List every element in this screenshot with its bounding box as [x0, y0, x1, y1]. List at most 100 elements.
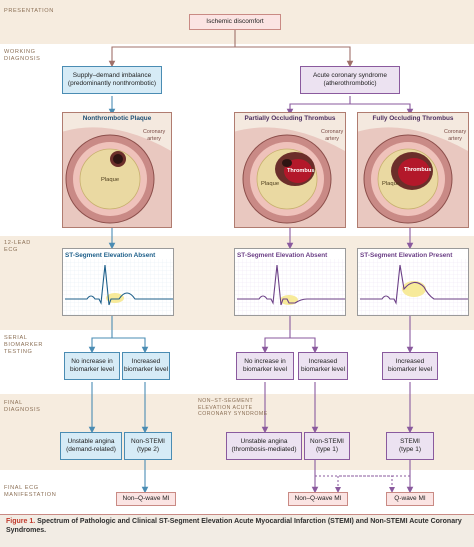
coronary-artery-line2: artery — [147, 135, 161, 142]
ecg-title: ST-Segment Elevation Absent — [237, 252, 328, 259]
stage-ecg: 12-LEAD ECG — [4, 240, 31, 254]
figure-caption: Figure 1. Spectrum of Pathologic and Cli… — [6, 517, 468, 535]
nonthrombotic-artery-illustration — [63, 127, 171, 227]
plaque-label: Plaque — [261, 181, 280, 187]
final-ecg-label: Q-wave MI — [394, 495, 426, 502]
supply-demand-line2: (predominantly nonthrombotic) — [67, 80, 157, 87]
coronary-artery-label: Coronary artery — [143, 129, 165, 142]
stage-final-dx-line1: FINAL — [4, 400, 23, 406]
final-dx-line2: (type 2) — [136, 446, 160, 453]
panel-title: Partially Occluding Thrombus — [244, 115, 336, 122]
ecg-title: ST-Segment Elevation Absent — [65, 252, 156, 259]
stage-presentation-label: PRESENTATION — [4, 8, 54, 14]
stage-biomarker-line2: BIOMARKER — [4, 342, 43, 348]
biomarker-line2: biomarker level — [387, 366, 433, 373]
final-dx-line2: (thrombosis-mediated) — [231, 446, 297, 453]
figure-number: Figure 1. — [6, 518, 36, 525]
ischemic-discomfort-label: Ischemic discomfort — [206, 18, 264, 25]
partial-thrombus-illustration — [235, 127, 345, 227]
coronary-artery-label: Coronary artery — [444, 129, 466, 142]
biomarker-box-no-increase-middle: No increase in biomarker level — [236, 352, 294, 380]
panel-title: Fully Occluding Thrombus — [372, 115, 454, 122]
final-dx-non-stemi-type1: Non-STEMI (type 1) — [304, 432, 350, 460]
biomarker-line2: biomarker level — [123, 366, 169, 373]
final-dx-unstable-angina-thrombosis: Unstable angina (thrombosis-mediated) — [226, 432, 302, 460]
biomarker-line1: Increased — [395, 358, 425, 365]
nste-acs-line2: ELEVATION ACUTE — [198, 404, 253, 411]
biomarker-line2: biomarker level — [300, 366, 346, 373]
supply-demand-line1: Supply–demand imbalance — [72, 72, 152, 79]
final-dx-non-stemi-type2: Non-STEMI (type 2) — [124, 432, 172, 460]
biomarker-line1: No increase in — [71, 358, 113, 365]
thrombus-label: Thrombus — [404, 167, 432, 173]
nste-acs-line1: NON–ST-SEGMENT — [198, 398, 254, 404]
ecg-trace — [63, 259, 173, 315]
stage-ecg-line2: ECG — [4, 247, 18, 253]
ecg-strip-absent-left: ST-Segment Elevation Absent — [62, 248, 174, 316]
coronary-artery-line1: Coronary — [143, 129, 166, 135]
final-dx-stemi-type1: STEMI (type 1) — [386, 432, 434, 460]
final-ecg-non-q-wave-middle: Non–Q-wave MI — [288, 492, 348, 506]
coronary-artery-line2: artery — [325, 135, 339, 142]
final-dx-line2: (type 1) — [315, 446, 339, 453]
coronary-artery-label: Coronary artery — [321, 129, 343, 142]
coronary-artery-line1: Coronary — [321, 129, 344, 135]
final-dx-unstable-angina-demand: Unstable angina (demand-related) — [60, 432, 122, 460]
nste-acs-label: NON–ST-SEGMENT ELEVATION ACUTE CORONARY … — [198, 398, 268, 418]
final-dx-line1: STEMI — [400, 438, 420, 445]
stage-presentation: PRESENTATION — [4, 8, 54, 15]
full-thrombus-illustration — [358, 127, 468, 227]
final-ecg-label: Non–Q-wave MI — [294, 495, 342, 502]
biomarker-line1: Increased — [308, 358, 338, 365]
coronary-artery-line2: artery — [448, 135, 462, 142]
flow-connectors — [88, 30, 414, 494]
stage-working-line1: WORKING — [4, 49, 36, 55]
coronary-artery-line1: Coronary — [444, 129, 467, 135]
final-dx-line1: Unstable angina — [240, 438, 288, 445]
ecg-trace — [358, 259, 468, 315]
biomarker-line2: biomarker level — [242, 366, 288, 373]
final-dx-line1: Non-STEMI — [310, 438, 344, 445]
plaque-label: Plaque — [101, 177, 120, 183]
stage-biomarker-line1: SERIAL — [4, 335, 28, 341]
ecg-trace — [235, 259, 345, 315]
stage-final-diagnosis: FINAL DIAGNOSIS — [4, 400, 40, 414]
biomarker-box-no-increase-left: No increase in biomarker level — [64, 352, 120, 380]
ecg-title: ST-Segment Elevation Present — [360, 252, 453, 259]
ischemic-discomfort-box: Ischemic discomfort — [189, 14, 281, 30]
biomarker-box-increased-middle: Increased biomarker level — [298, 352, 348, 380]
plaque-label: Plaque — [382, 181, 401, 187]
acs-line1: Acute coronary syndrome — [312, 72, 388, 79]
biomarker-line1: No increase in — [244, 358, 286, 365]
artery-panel-nonthrombotic: Nonthrombotic Plaque Coronary artery Pla… — [62, 112, 172, 228]
artery-panel-full: Fully Occluding Thrombus Coronary artery… — [357, 112, 469, 228]
final-dx-line1: Non-STEMI — [131, 438, 165, 445]
final-ecg-label: Non–Q-wave MI — [122, 495, 170, 502]
acs-line2: (atherothrombotic) — [323, 80, 377, 87]
biomarker-line1: Increased — [131, 358, 161, 365]
stage-working-line2: DIAGNOSIS — [4, 56, 41, 62]
stage-biomarker-line3: TESTING — [4, 349, 33, 355]
biomarker-line2: biomarker level — [69, 366, 115, 373]
panel-title: Nonthrombotic Plaque — [82, 115, 152, 122]
biomarker-box-increased-right: Increased biomarker level — [382, 352, 438, 380]
artery-panel-partial: Partially Occluding Thrombus Coronary ar… — [234, 112, 346, 228]
stage-final-ecg: FINAL ECG MANIFESTATION — [4, 485, 56, 499]
stage-ecg-line1: 12-LEAD — [4, 240, 31, 246]
supply-demand-box: Supply–demand imbalance (predominantly n… — [62, 66, 162, 94]
nste-acs-line3: CORONARY SYNDROME — [198, 411, 268, 417]
figure-caption-text: Spectrum of Pathologic and Clinical ST-S… — [6, 518, 462, 534]
stage-final-ecg-line1: FINAL ECG — [4, 485, 39, 491]
ecg-strip-present: ST-Segment Elevation Present — [357, 248, 469, 316]
acs-box: Acute coronary syndrome (atherothromboti… — [300, 66, 400, 94]
stage-final-dx-line2: DIAGNOSIS — [4, 407, 41, 413]
stage-final-ecg-line2: MANIFESTATION — [4, 492, 57, 498]
final-dx-line2: (demand-related) — [66, 446, 116, 453]
final-ecg-q-wave: Q-wave MI — [386, 492, 434, 506]
final-ecg-non-q-wave-left: Non–Q-wave MI — [116, 492, 176, 506]
final-dx-line1: Unstable angina — [67, 438, 115, 445]
final-dx-line2: (type 1) — [398, 446, 422, 453]
stage-biomarker: SERIAL BIOMARKER TESTING — [4, 335, 43, 356]
biomarker-box-increased-left: Increased biomarker level — [122, 352, 170, 380]
thrombus-label: Thrombus — [287, 168, 315, 174]
